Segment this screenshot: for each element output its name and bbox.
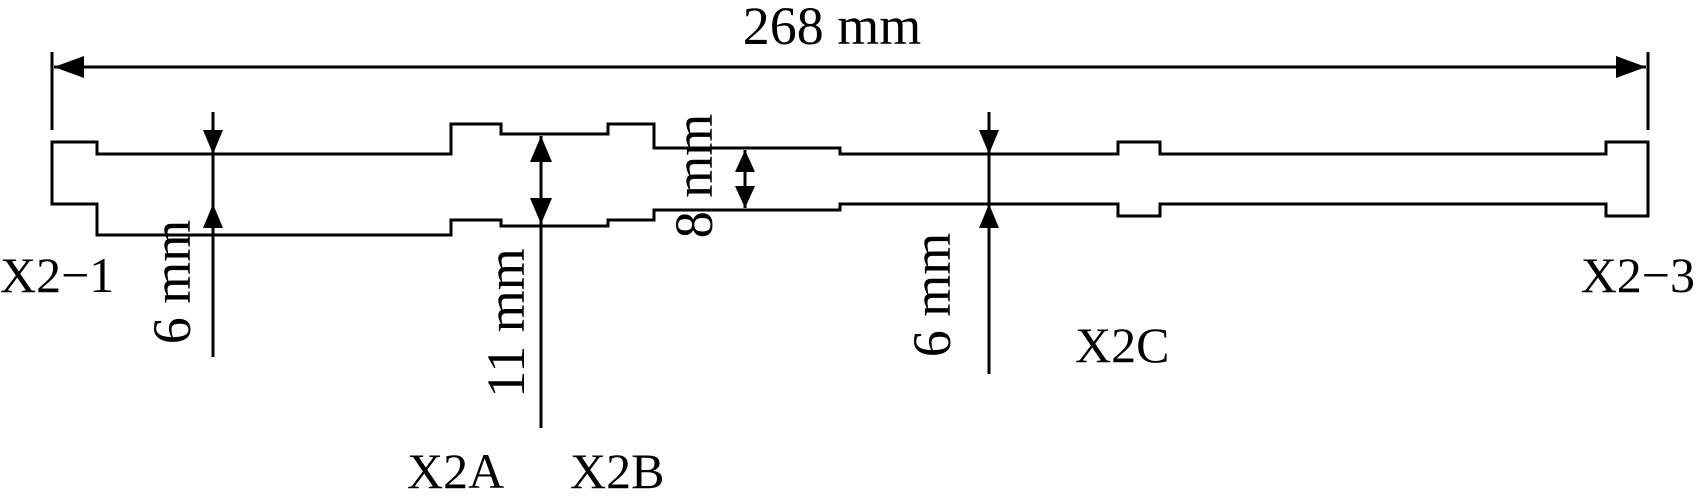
specimen-outline <box>50 122 1650 237</box>
arrow-head-right <box>1616 56 1646 78</box>
wide-section-dimension: 11 mm <box>476 136 552 428</box>
right-gauge-dimension: 6 mm <box>902 112 999 374</box>
left-gauge-arrow-top <box>203 130 223 154</box>
left-end-label: X2−1 <box>0 247 114 303</box>
overall-length-dimension: 268 mm <box>50 0 1650 130</box>
section-label-x2c: X2C <box>1075 317 1169 373</box>
mid-section-arrow-bottom <box>735 186 755 208</box>
mid-section-dimension: 8 mm <box>654 114 755 239</box>
overall-length-label: 268 mm <box>743 0 922 56</box>
right-gauge-label: 6 mm <box>902 233 962 358</box>
section-label-x2a: X2A <box>407 443 504 494</box>
arrow-head-left <box>54 56 84 78</box>
mid-section-arrow-top <box>735 150 755 172</box>
wide-section-arrow-bottom <box>530 198 552 224</box>
left-gauge-dimension: 6 mm <box>142 112 223 357</box>
left-gauge-arrow-bottom <box>203 204 223 228</box>
left-gauge-label: 6 mm <box>142 220 202 345</box>
mid-section-label: 8 mm <box>664 114 724 239</box>
section-label-x2b: X2B <box>570 443 664 494</box>
right-end-label: X2−3 <box>1581 247 1695 303</box>
right-gauge-arrow-top <box>979 130 999 154</box>
right-gauge-arrow-bottom <box>979 204 999 228</box>
wide-section-arrow-top <box>530 136 552 162</box>
wide-section-label: 11 mm <box>476 248 536 398</box>
